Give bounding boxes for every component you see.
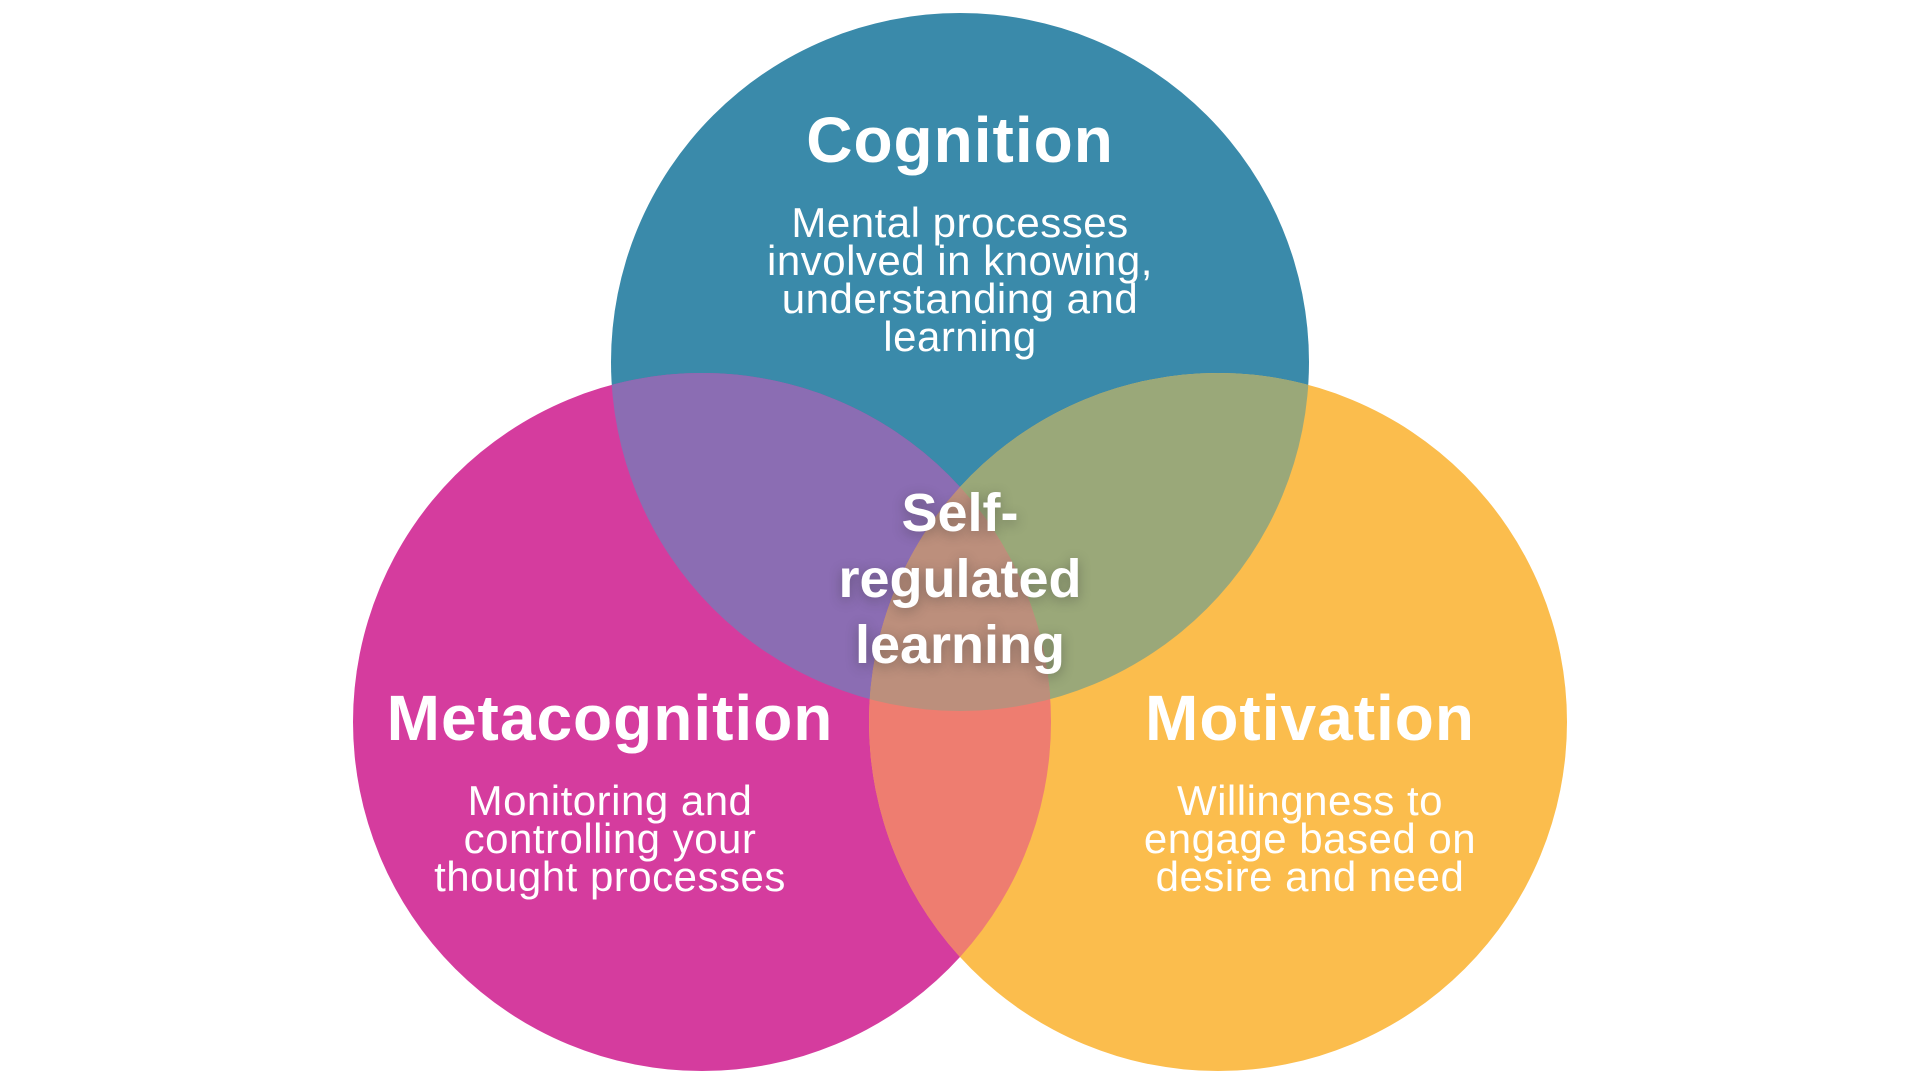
cognition-motivation-overlap bbox=[869, 373, 1309, 711]
motivation-description: Willingness to engage based on desire an… bbox=[960, 776, 1660, 900]
cognition-description-line: involved in knowing, bbox=[767, 236, 1153, 284]
cognition-label-group: Cognition Mental processes involved in k… bbox=[600, 104, 1320, 360]
cognition-description-line: learning bbox=[883, 312, 1037, 360]
center-label-line: learning bbox=[854, 615, 1066, 675]
cognition-metacognition-overlap bbox=[611, 373, 1051, 711]
center-label-line: Self- bbox=[901, 483, 1019, 543]
metacognition-description: Monitoring and controlling your thought … bbox=[260, 776, 960, 900]
motivation-label-group: Motivation Willingness to engage based o… bbox=[960, 682, 1660, 900]
metacognition-title: Metacognition bbox=[386, 682, 834, 754]
metacognition-description-line: thought processes bbox=[434, 852, 786, 900]
metacognition-description-line: controlling your bbox=[463, 814, 757, 862]
center-overlap-label: Self- regulated learning bbox=[760, 480, 1160, 678]
cognition-description-line: understanding and bbox=[781, 274, 1139, 322]
motivation-title: Motivation bbox=[1145, 682, 1475, 754]
center-label-line: regulated bbox=[838, 549, 1082, 609]
motivation-description-line: desire and need bbox=[1155, 852, 1465, 900]
motivation-description-line: Willingness to bbox=[1176, 776, 1444, 824]
metacognition-label-group: Metacognition Monitoring and controlling… bbox=[260, 682, 960, 900]
cognition-description: Mental processes involved in knowing, un… bbox=[600, 198, 1320, 360]
cognition-description-line: Mental processes bbox=[791, 198, 1129, 246]
cognition-title: Cognition bbox=[806, 104, 1114, 176]
metacognition-description-line: Monitoring and bbox=[467, 776, 753, 824]
motivation-description-line: engage based on bbox=[1143, 814, 1477, 862]
